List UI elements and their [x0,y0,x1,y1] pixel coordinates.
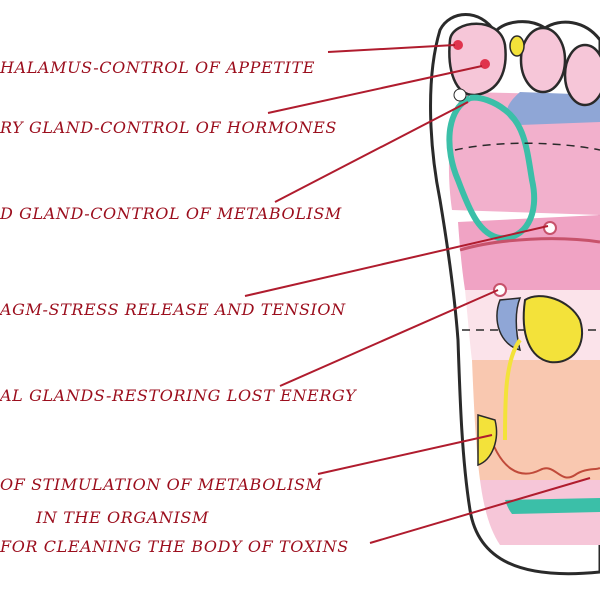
toe-3 [563,43,600,107]
hypothalamus-dot [453,40,463,50]
leader-thyroid [274,101,469,203]
heel-teal-band [505,498,600,514]
dashed-line-upper [454,142,600,151]
leader-adrenal [279,289,499,387]
pituitary-dot [480,59,490,69]
adrenal-yellow [522,295,583,364]
toe-yellow-dot [509,35,525,57]
blue-kidney [496,297,522,352]
diaphragm-dot [543,221,557,235]
ureter-line [503,338,522,441]
label-metabolism-line1: OF STIMULATION OF METABOLISM [0,475,323,494]
intestine-curve [487,429,600,479]
label-adrenal: AL GLANDS-RESTORING LOST ENERGY [0,386,357,405]
leader-metabolism [317,434,493,475]
label-diaphragm: AGM-STRESS RELEASE AND TENSION [0,300,346,319]
toe-2 [519,26,567,94]
adrenal-dot [493,283,507,297]
thyroid-loop [446,94,538,242]
label-toxins: FOR CLEANING THE BODY OF TOXINS [0,537,349,556]
diaphragm-ring [459,237,600,252]
leader-pituitary [267,65,483,114]
leader-hypothalamus [327,44,456,53]
label-metabolism-line2: IN THE ORGANISM [36,508,209,527]
leader-diaphragm [244,225,549,297]
thyroid-dot [453,88,467,102]
peach-zone [472,360,600,480]
label-pituitary: RY GLAND-CONTROL OF HORMONES [0,118,337,137]
leader-toxins [369,477,591,544]
bladder-yellow [477,413,498,467]
label-hypothalamus: HALAMUS-CONTROL OF APPETITE [0,58,316,77]
big-toe [448,22,507,97]
label-thyroid: D GLAND-CONTROL OF METABOLISM [0,204,342,223]
